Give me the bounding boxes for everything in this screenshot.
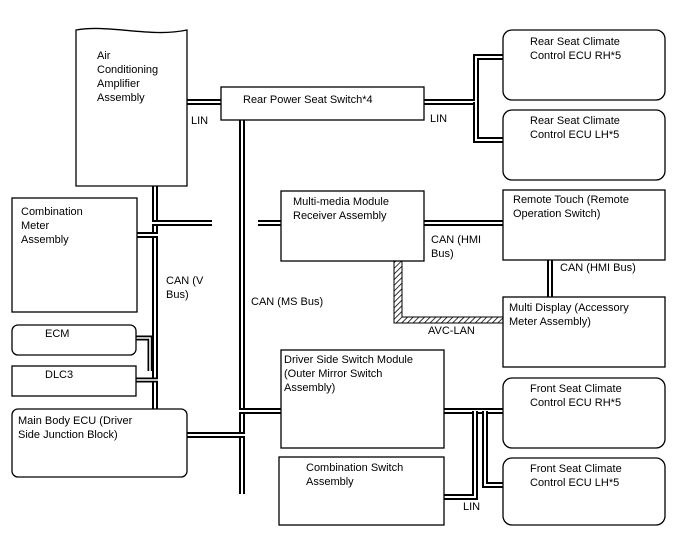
text-line: Assembly) <box>284 382 335 394</box>
text-line: LIN <box>191 115 208 127</box>
lin-left-label: LIN <box>191 115 208 127</box>
module-text: ECM <box>45 328 69 340</box>
text-line: Control ECU LH*5 <box>530 129 619 141</box>
text-line: Bus) <box>431 248 454 260</box>
text-line: Combination Switch <box>306 462 403 474</box>
lin-right-label: LIN <box>430 113 447 125</box>
text-line: ECM <box>45 328 69 340</box>
dlc3-box: DLC3 <box>11 365 137 397</box>
text-line: Rear Seat Climate <box>530 36 620 48</box>
text-line: (Outer Mirror Switch <box>284 368 382 380</box>
can-hmi-bus-label: CAN (HMI Bus) <box>431 234 481 260</box>
can-v-bus-label: CAN (V Bus) <box>166 275 204 301</box>
text-line: DLC3 <box>45 369 73 381</box>
text-line: CAN (V <box>166 275 204 287</box>
text-line: Receiver Assembly <box>293 210 387 222</box>
lin-bottom-label: LIN <box>463 501 480 513</box>
text-line: Combination <box>21 206 83 218</box>
text-line: Control ECU LH*5 <box>530 477 619 489</box>
avc-lan-line <box>393 260 504 324</box>
text-line: Meter Assembly) <box>509 316 591 328</box>
text-line: Operation Switch) <box>513 208 600 220</box>
text-line: Meter <box>21 220 49 232</box>
text-line: Control ECU RH*5 <box>530 50 621 62</box>
can-hmi-bus-label-2: CAN (HMI Bus) <box>560 262 636 274</box>
driver-side-switch-module-box: Driver Side Switch Module (Outer Mirror S… <box>280 349 445 449</box>
text-line: Multi-media Module <box>293 196 389 208</box>
text-line: Side Junction Block) <box>18 429 118 441</box>
text-line: Assembly <box>97 92 145 104</box>
text-line: Amplifier <box>97 78 140 90</box>
text-line: Front Seat Climate <box>530 463 622 475</box>
text-line: Assembly <box>21 234 69 246</box>
avc-lan-label: AVC-LAN <box>428 325 475 337</box>
bus-labels: LIN LIN CAN (V Bus) CAN (MS Bus) CAN (HMI… <box>166 113 636 513</box>
module-text: Rear Power Seat Switch*4 <box>243 94 373 106</box>
can-ms-bus-label: CAN (MS Bus) <box>251 296 323 308</box>
text-line: Bus) <box>166 289 189 301</box>
text-line: LIN <box>430 113 447 125</box>
bus-lines <box>136 54 553 500</box>
text-line: CAN (HMI Bus) <box>560 262 636 274</box>
lin-right-line <box>424 54 503 143</box>
text-line: Air <box>97 50 111 62</box>
text-line: CAN (MS Bus) <box>251 296 323 308</box>
text-line: Driver Side Switch Module <box>284 354 413 366</box>
ecm-connection <box>136 335 153 371</box>
lin-bottom-line <box>444 408 503 500</box>
text-line: Front Seat Climate <box>530 383 622 395</box>
text-line: LIN <box>463 501 480 513</box>
text-line: Main Body ECU (Driver <box>18 415 133 427</box>
ecm-box: ECM <box>11 324 137 356</box>
text-line: Control ECU RH*5 <box>530 397 621 409</box>
text-line: Rear Seat Climate <box>530 115 620 127</box>
text-line: Conditioning <box>97 64 158 76</box>
text-line: Remote Touch (Remote <box>513 194 629 206</box>
text-line: Assembly <box>306 476 354 488</box>
text-line: Rear Power Seat Switch*4 <box>243 94 373 106</box>
module-text: Driver Side Switch Module (Outer Mirror S… <box>284 354 413 394</box>
text-line: Multi Display (Accessory <box>509 302 629 314</box>
module-text: DLC3 <box>45 369 73 381</box>
text-line: AVC-LAN <box>428 325 475 337</box>
rear-power-seat-switch-box: Rear Power Seat Switch*4 <box>220 86 425 121</box>
text-line: CAN (HMI <box>431 234 481 246</box>
